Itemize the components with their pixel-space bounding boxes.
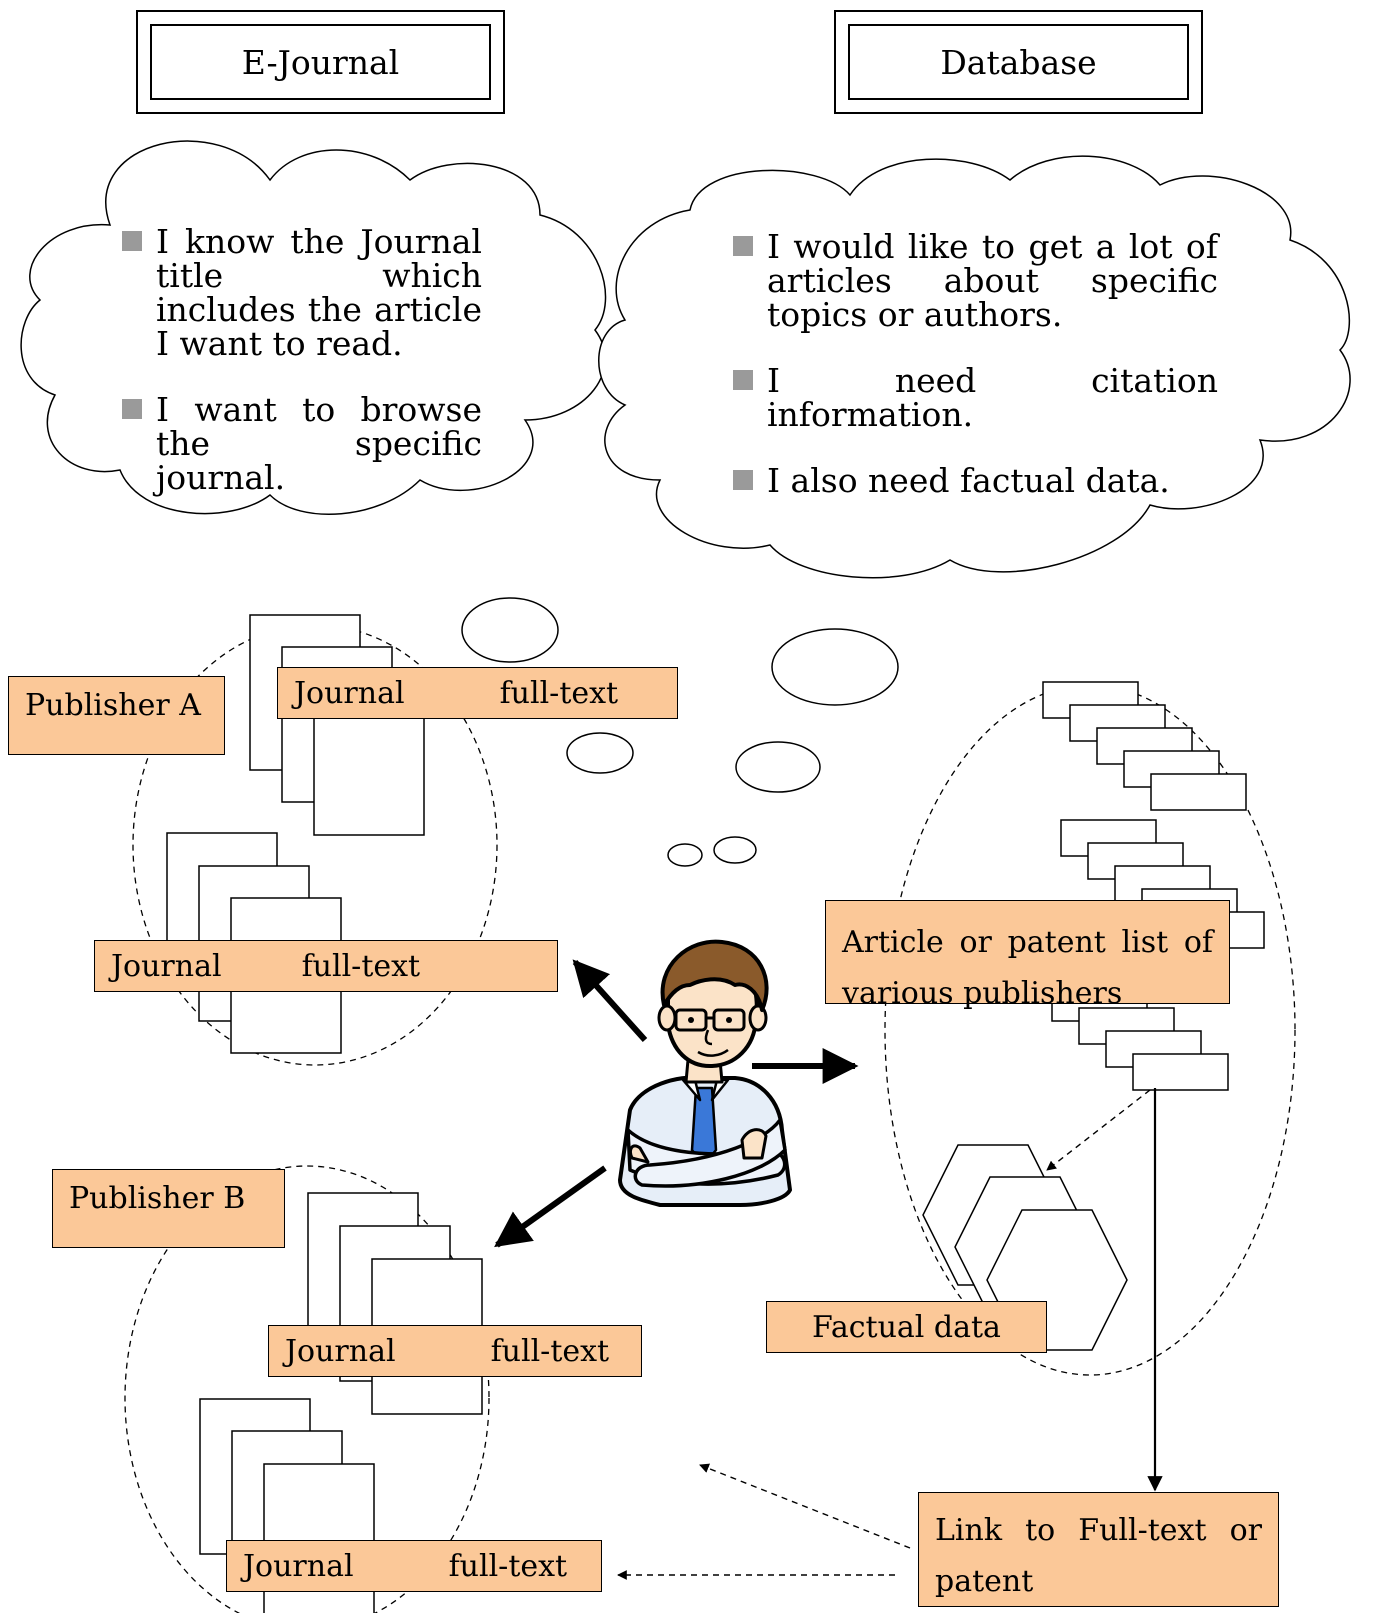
fulltext-text: full-text	[448, 1549, 568, 1584]
right-bubble-item-text: I also need factual data.	[767, 461, 1170, 500]
publisher-b-label: Publisher B	[52, 1169, 285, 1248]
arrows	[494, 959, 1163, 1580]
right-thought-cloud	[598, 155, 1351, 579]
thought-trail	[461, 597, 899, 867]
left-bubble-item: I know the Journal title which includes …	[122, 225, 482, 361]
journal-text: Journal	[111, 949, 222, 984]
left-bubble-item-text: I know the Journal title which includes …	[156, 222, 482, 363]
journal-text: Journal	[285, 1334, 396, 1369]
e-journal-header-label: E-Journal	[150, 24, 491, 100]
right-bubble-text: I would like to get a lot of articles ab…	[733, 230, 1218, 530]
left-bubble-item: I want to browse the specific journal.	[122, 393, 482, 495]
factual-data-label: Factual data	[766, 1301, 1047, 1353]
link-fulltext-label: Link to Full-text or patent	[918, 1492, 1279, 1607]
left-bubble-item-text: I want to browse the specific journal.	[156, 390, 482, 497]
journal-fulltext-label: Journal full-text	[268, 1325, 642, 1377]
bullet-square-icon	[733, 236, 753, 256]
fulltext-text: full-text	[490, 1334, 610, 1369]
publisher-a-label: Publisher A	[8, 676, 225, 755]
left-thought-cloud	[20, 140, 607, 516]
arrow-to-publisher-b	[494, 1165, 607, 1248]
bullet-square-icon	[122, 231, 142, 251]
right-bubble-item: I would like to get a lot of articles ab…	[733, 230, 1218, 332]
journal-text: Journal	[243, 1549, 354, 1584]
e-journal-header: E-Journal	[136, 10, 505, 114]
fulltext-text: full-text	[301, 949, 421, 984]
journal-fulltext-label: Journal full-text	[94, 940, 558, 992]
database-header-label: Database	[848, 24, 1189, 100]
arrow-link-to-publisher-b-area	[699, 1463, 911, 1549]
journal-fulltext-label: Journal full-text	[277, 667, 678, 719]
link-fulltext-text: Link to Full-text or patent	[935, 1513, 1262, 1599]
right-bubble-item-text: I need citation information.	[767, 361, 1218, 434]
bullet-square-icon	[733, 470, 753, 490]
arrow-to-publisher-a	[572, 959, 648, 1043]
right-bubble-item: I need citation information.	[733, 364, 1218, 432]
article-list-label: Article or patent list of various publis…	[825, 900, 1230, 1011]
arrow-list-to-factual	[1046, 1089, 1151, 1171]
businessman-arms-crossed-icon	[618, 939, 792, 1207]
fulltext-text: full-text	[499, 676, 619, 711]
database-header: Database	[834, 10, 1203, 114]
bullet-square-icon	[122, 399, 142, 419]
left-bubble-text: I know the Journal title which includes …	[122, 225, 482, 527]
publisher-a-text: Publisher A	[25, 688, 201, 723]
publisher-b-text: Publisher B	[69, 1181, 246, 1216]
journal-text: Journal	[294, 676, 405, 711]
bullet-square-icon	[733, 370, 753, 390]
journal-fulltext-label: Journal full-text	[226, 1540, 602, 1592]
database-group	[884, 681, 1296, 1376]
factual-data-text: Factual data	[812, 1310, 1001, 1345]
article-list-text: Article or patent list of various publis…	[842, 925, 1213, 1011]
right-bubble-item-text: I would like to get a lot of articles ab…	[767, 227, 1218, 334]
right-bubble-item: I also need factual data.	[733, 464, 1218, 498]
